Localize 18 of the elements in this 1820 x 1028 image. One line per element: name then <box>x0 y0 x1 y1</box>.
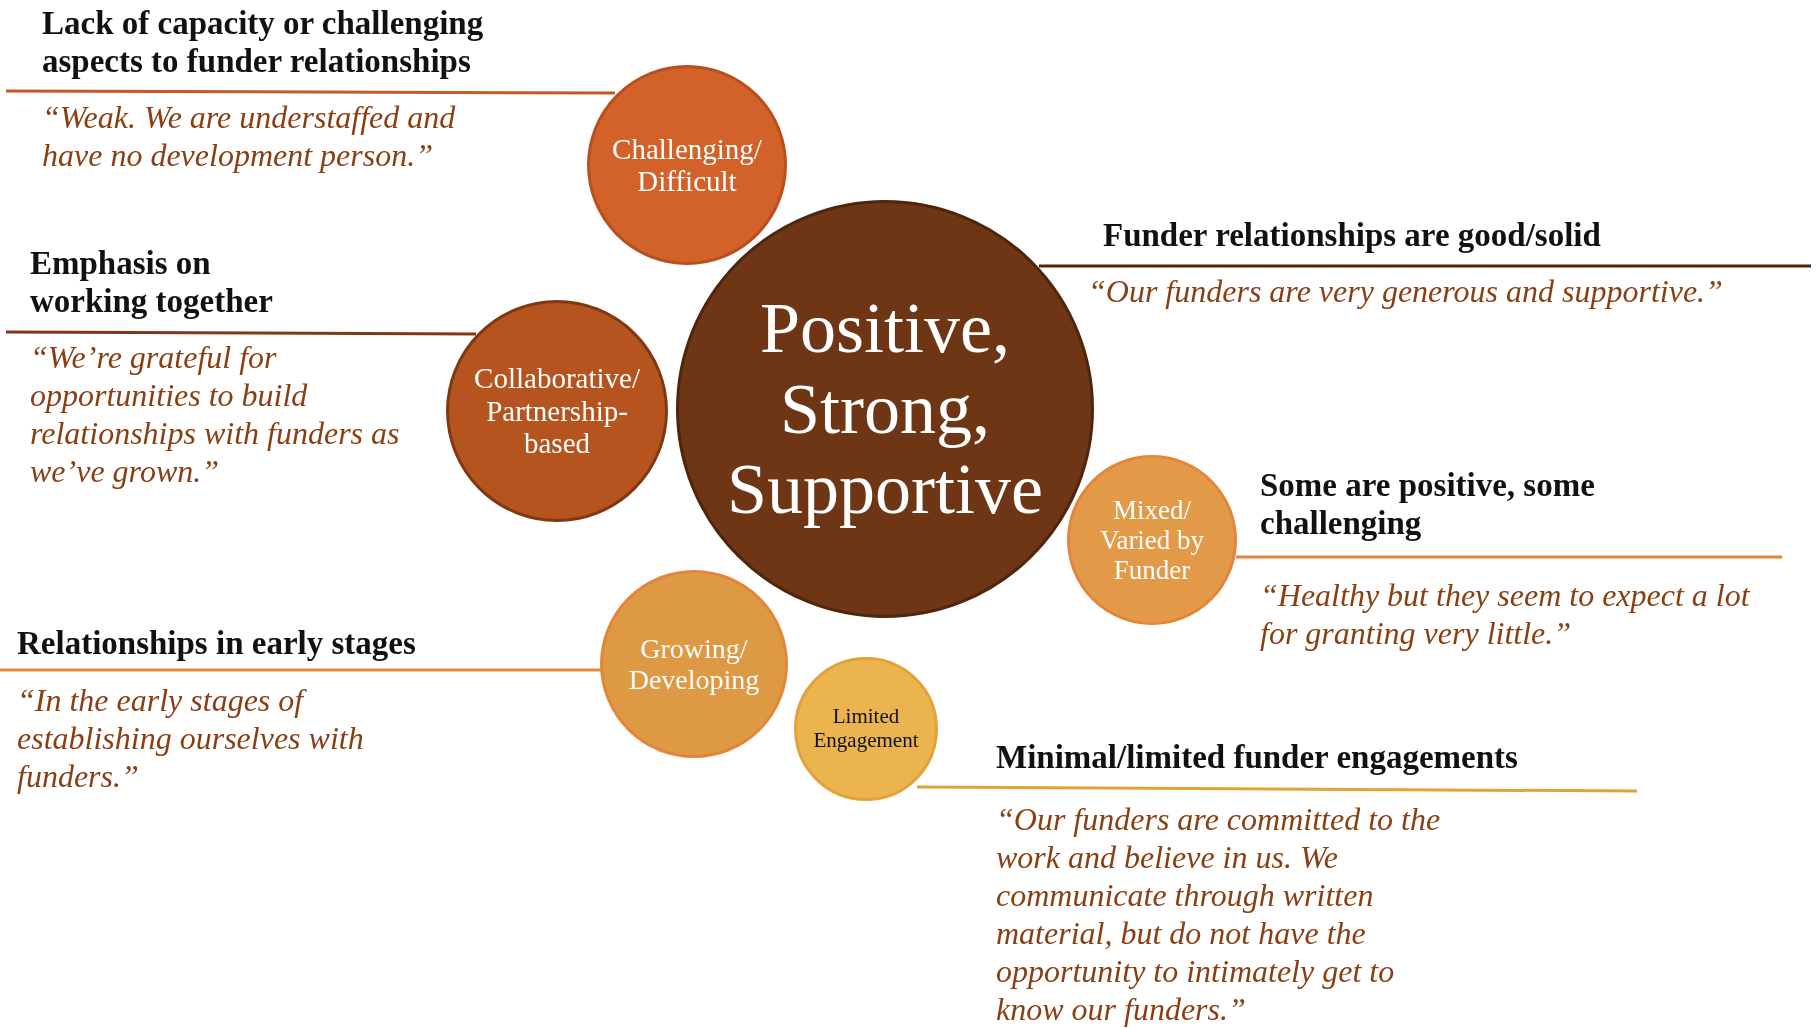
theme-heading: Lack of capacity or challenging aspects to funder relationships <box>42 4 485 80</box>
circle-label: Challenging/ Difficult <box>611 132 763 198</box>
quote-text: “In the early stages of establishing ourselves with funders.” <box>17 681 365 795</box>
quote-text: “Weak. We are understaffed and have no development person.” <box>42 98 457 174</box>
quote-text: “Healthy but they seem to expect a lot for granting very little.” <box>1260 576 1750 652</box>
quote-text: “We’re grateful for opportunities to build relationships with funders as we’ve grown.” <box>30 338 401 490</box>
circle-label: Mixed/ Varied by Funder <box>1098 494 1206 586</box>
theme-heading: Emphasis on working together <box>30 244 274 320</box>
quote-text: “Our funders are very generous and supportive.” <box>1088 272 1724 310</box>
quote-text: “Our funders are committed to the work and believe in us. We communicate through written material, but do not have the opportunity to intimately get to know our funders.” <box>996 800 1442 1028</box>
circle-label: Positive, Strong, Supportive <box>726 288 1044 530</box>
theme-heading: Minimal/limited funder engagements <box>996 738 1519 776</box>
circle-label: Limited Engagement <box>812 705 920 753</box>
theme-heading: Relationships in early stages <box>17 624 417 662</box>
theme-heading: Funder relationships are good/solid <box>1103 216 1602 254</box>
circle-label: Collaborative/ Partnership-based <box>473 362 641 460</box>
theme-heading: Some are positive, some challenging <box>1260 466 1596 542</box>
circle-label: Growing/ Developing <box>627 632 761 696</box>
